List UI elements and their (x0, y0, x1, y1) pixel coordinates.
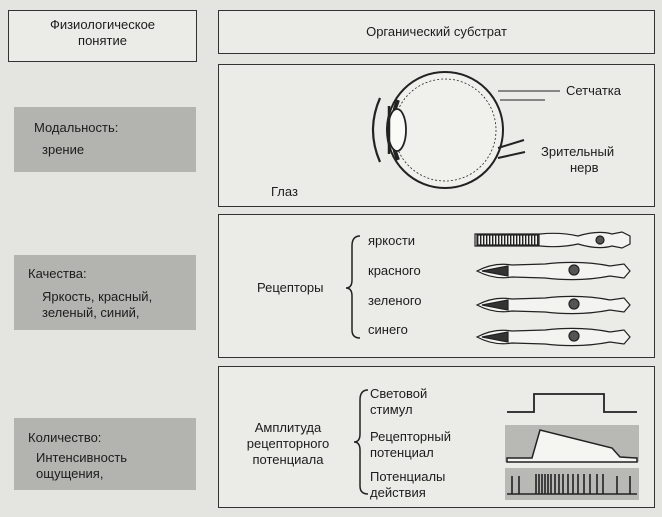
receptors-label: Рецепторы (257, 280, 324, 295)
modality-value: зрение (42, 142, 85, 157)
potential-brace (353, 389, 369, 495)
quantity-title: Количество: (28, 430, 102, 445)
eye-label: Глаз (271, 184, 298, 199)
amplitude-label-2: рецепторного (246, 436, 330, 451)
quality-panel (14, 255, 196, 330)
receptor-potential-trace (505, 425, 639, 463)
stimulus-label-1: Световой (370, 386, 428, 401)
header-left-line2: понятие (78, 33, 127, 48)
cone-green-cell (475, 295, 631, 315)
receptor-potential-label-1: Рецепторный (370, 429, 451, 444)
receptor-blue-label: синего (368, 322, 408, 337)
cone-blue-cell (475, 327, 631, 347)
amplitude-label-3: потенциала (252, 452, 324, 467)
header-left-box (8, 10, 197, 62)
modality-panel (14, 107, 196, 172)
quality-title: Качества: (28, 266, 87, 281)
modality-title: Модальность: (34, 120, 119, 135)
receptor-green-label: зеленого (368, 293, 422, 308)
receptors-brace (345, 235, 361, 339)
quality-line3: зеленый, синий, (42, 305, 140, 320)
quality-line2: Яркость, красный, (42, 289, 153, 304)
receptor-red-label: красного (368, 263, 421, 278)
stimulus-label-2: стимул (370, 402, 413, 417)
stimulus-trace (507, 393, 637, 413)
quantity-line2: Интенсивность (36, 450, 128, 465)
optic-nerve-label-1: Зрительный (541, 144, 615, 159)
cone-red-cell (475, 261, 631, 281)
header-left-line1: Физиологическое (49, 17, 156, 32)
optic-nerve-label-2: нерв (570, 160, 599, 175)
quantity-panel (14, 418, 196, 490)
action-potentials-trace (505, 468, 639, 500)
action-potentials-label-2: действия (370, 485, 426, 500)
eye-illustration (371, 71, 560, 189)
header-right-title: Органический субстрат (366, 24, 507, 39)
retina-label: Сетчатка (566, 83, 622, 98)
receptor-brightness-label: яркости (368, 233, 416, 248)
quantity-line3: ощущения, (36, 466, 104, 481)
action-potentials-label-1: Потенциалы (370, 469, 446, 484)
header-right-box (218, 10, 655, 54)
rod-cell (474, 231, 631, 249)
amplitude-label-1: Амплитуда (254, 420, 322, 435)
receptor-potential-label-2: потенциал (370, 445, 434, 460)
